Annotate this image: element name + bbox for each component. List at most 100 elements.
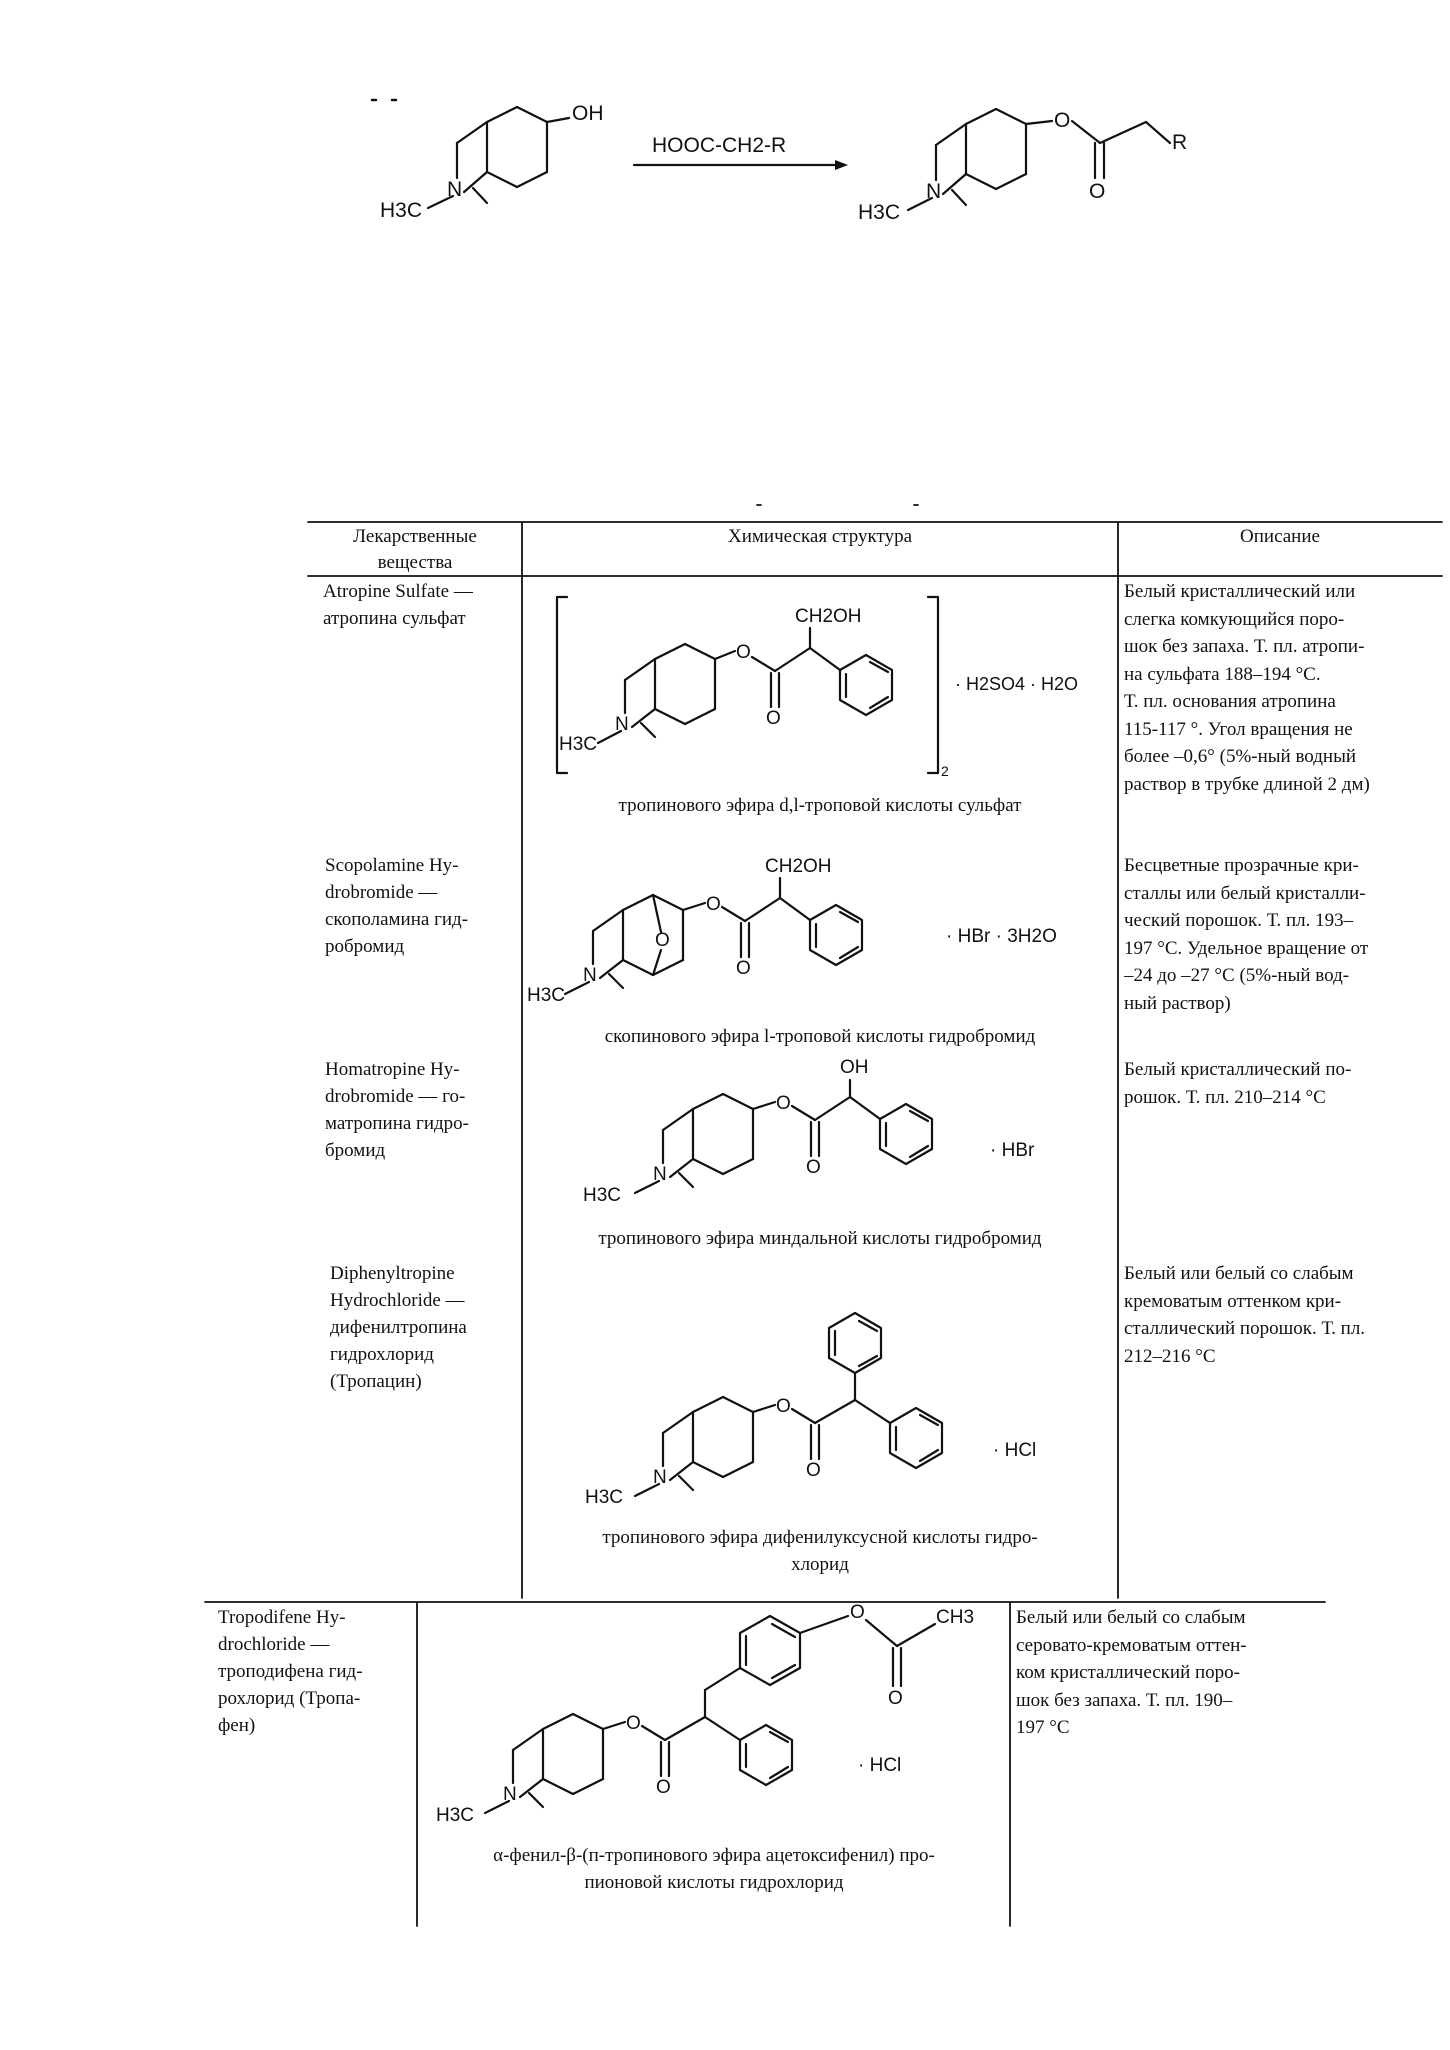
description-line: 115-117 °. Угол вращения не bbox=[1124, 718, 1353, 740]
drug-name-line: drobromide — го- bbox=[325, 1086, 466, 1107]
drug-name-line: матропина гидро- bbox=[325, 1113, 470, 1134]
tropine-structure bbox=[426, 105, 571, 210]
caption-line: α-фенил-β-(п-тропинового эфира ацетоксиф… bbox=[493, 1845, 935, 1866]
homatropine-structure bbox=[633, 1078, 934, 1195]
drug-name: Atropine Sulfate — атропина сульфат bbox=[323, 578, 518, 632]
atropine-n-label: N bbox=[615, 714, 629, 735]
description-line: 212–216 °С bbox=[1124, 1345, 1216, 1367]
description-line: 197 °С. Удельное вращение от bbox=[1124, 937, 1369, 959]
header-structure: Химическая структура bbox=[727, 526, 913, 547]
homatropine-salt-label: · HBr bbox=[990, 1140, 1035, 1161]
product-ester-o-label: O bbox=[1054, 109, 1071, 132]
tropodifene-ester-o-label: O bbox=[626, 1713, 641, 1734]
tropodifene-ch3-label: CH3 bbox=[936, 1607, 975, 1628]
diphenyltropine-n-label: N bbox=[653, 1467, 667, 1488]
atropine-carbonyl-o-label: O bbox=[766, 708, 781, 729]
description-line: раствор в трубке длиной 2 дм) bbox=[1124, 773, 1370, 795]
scopolamine-ester-o-label: O bbox=[706, 894, 721, 915]
diphenyltropine-h3c-label: H3C bbox=[585, 1487, 624, 1508]
description-line: –24 до –27 °С (5%-ный вод- bbox=[1124, 965, 1350, 986]
atropine-h3c-label: H3C bbox=[559, 734, 598, 755]
drug-name-line: Diphenyltropine bbox=[330, 1263, 455, 1284]
drug-name-line: робромид bbox=[325, 936, 405, 957]
atropine-bracket-index: 2 bbox=[941, 763, 949, 779]
description-line: слегка комкующийся поро- bbox=[1124, 608, 1345, 630]
atropine-ester-o-label: O bbox=[736, 642, 751, 663]
reactant-oh-label: OH bbox=[572, 102, 604, 125]
caption-line: тропинового эфира миндальной кислоты гид… bbox=[598, 1228, 1042, 1249]
scopolamine-n-label: N bbox=[583, 965, 597, 986]
caption-line: пионовой кислоты гидрохлорид bbox=[584, 1872, 844, 1893]
description-line: на сульфата 188–194 °С. bbox=[1124, 663, 1321, 685]
structure-caption: тропинового эфира миндальной кислоты гид… bbox=[522, 1225, 1118, 1252]
drug-name-line: Scopolamine Hy- bbox=[325, 855, 459, 876]
scopolamine-h3c-label: H3C bbox=[527, 985, 566, 1006]
table1-frame bbox=[307, 504, 1443, 1599]
tropodifene-aryl-o-label: O bbox=[850, 1602, 865, 1623]
product-r-label: R bbox=[1172, 131, 1188, 154]
description-line: Белый кристаллический или bbox=[1124, 581, 1356, 602]
description: Белый кристаллический по- рошок. Т. пл. … bbox=[1124, 1056, 1436, 1111]
drug-name-line: дифенилтропина bbox=[330, 1317, 467, 1338]
description: Бесцветные прозрачные кри- сталлы или бе… bbox=[1124, 852, 1436, 1017]
drug-name: Diphenyltropine Hydrochloride — дифенилт… bbox=[330, 1260, 520, 1395]
drug-name-line: Atropine Sulfate — bbox=[323, 581, 473, 602]
description-line: серовато-кремоватым оттен- bbox=[1016, 1634, 1247, 1656]
tropodifene-carbonyl-o-label: O bbox=[656, 1777, 671, 1798]
structure-caption: α-фенил-β-(п-тропинового эфира ацетоксиф… bbox=[425, 1842, 1003, 1896]
scopolamine-epoxide-o-label: O bbox=[655, 930, 670, 951]
diphenyltropine-carbonyl-o-label: O bbox=[806, 1460, 821, 1481]
structure-caption: тропинового эфира d,l-троповой кислоты с… bbox=[522, 792, 1118, 819]
atropine-ch2oh-label: CH2OH bbox=[795, 606, 862, 627]
scopolamine-carbonyl-o-label: O bbox=[736, 958, 751, 979]
drug-name: Homatropine Hy- drobromide — го- матропи… bbox=[325, 1056, 515, 1164]
drug-name-line: бромид bbox=[325, 1140, 386, 1161]
description-line: Белый или белый со слабым bbox=[1124, 1263, 1354, 1284]
drug-name-line: (Тропацин) bbox=[330, 1371, 422, 1392]
caption-line: тропинового эфира d,l-троповой кислоты с… bbox=[618, 795, 1022, 816]
description-line: Бесцветные прозрачные кри- bbox=[1124, 855, 1359, 876]
scopolamine-structure bbox=[563, 876, 864, 996]
drug-name-line: Tropodifene Hy- bbox=[218, 1607, 346, 1628]
structure-caption: тропинового эфира дифенилуксусной кислот… bbox=[540, 1524, 1100, 1578]
description-line: сталлический порошок. Т. пл. bbox=[1124, 1318, 1366, 1339]
tropodifene-n-label: N bbox=[503, 1784, 517, 1805]
homatropine-ester-o-label: O bbox=[776, 1093, 791, 1114]
reactant-n-label: N bbox=[447, 178, 463, 201]
drug-name-line: Homatropine Hy- bbox=[325, 1059, 460, 1080]
description-line: сталлы или белый кристалли- bbox=[1124, 882, 1366, 904]
description-line: Белый кристаллический по- bbox=[1124, 1059, 1352, 1080]
homatropine-n-label: N bbox=[653, 1164, 667, 1185]
drug-name: Scopolamine Hy- drobromide — скополамина… bbox=[325, 852, 515, 960]
description-line: ческий порошок. Т. пл. 193– bbox=[1124, 910, 1354, 931]
diphenyltropine-salt-label: · HCl bbox=[993, 1440, 1037, 1461]
diphenyltropine-ester-o-label: O bbox=[776, 1396, 791, 1417]
atropine-structure bbox=[555, 595, 940, 775]
product-h3c-label: H3C bbox=[858, 201, 901, 224]
description-line: более –0,6° (5%-ный водный bbox=[1124, 746, 1357, 767]
diphenyltropine-structure bbox=[633, 1311, 944, 1498]
drug-name-line: drochloride — bbox=[218, 1634, 330, 1655]
ester-product-structure bbox=[906, 107, 1172, 212]
scopolamine-salt-label: · HBr · 3H2O bbox=[946, 926, 1057, 947]
drug-name-line: фен) bbox=[218, 1715, 256, 1736]
homatropine-carbonyl-o-label: O bbox=[806, 1157, 821, 1178]
table2-frame bbox=[204, 1601, 1326, 1927]
product-carbonyl-o-label: O bbox=[1089, 180, 1106, 203]
scopolamine-ch2oh-label: CH2OH bbox=[765, 856, 832, 877]
header-description: Описание bbox=[1240, 526, 1320, 547]
product-n-label: N bbox=[926, 180, 942, 203]
reaction-arrow bbox=[632, 160, 848, 170]
drug-name-line: drobromide — bbox=[325, 882, 438, 903]
atropine-salt-label: · H2SO4 · H2O bbox=[955, 674, 1079, 694]
tropodifene-salt-label: · HCl bbox=[858, 1755, 902, 1776]
reactant-h3c-label: H3C bbox=[380, 199, 423, 222]
header-drugs: Лекарственные вещества bbox=[353, 526, 477, 573]
reagent-label: HOOC-CH2-R bbox=[652, 134, 787, 157]
caption-line: скопинового эфира l-троповой кислоты гид… bbox=[604, 1026, 1036, 1047]
tropodifene-h3c-label: H3C bbox=[436, 1805, 475, 1826]
description-line: 197 °С bbox=[1016, 1717, 1070, 1738]
drug-name-line: гидрохлорид bbox=[330, 1344, 434, 1365]
caption-line: тропинового эфира дифенилуксусной кислот… bbox=[602, 1527, 1038, 1548]
